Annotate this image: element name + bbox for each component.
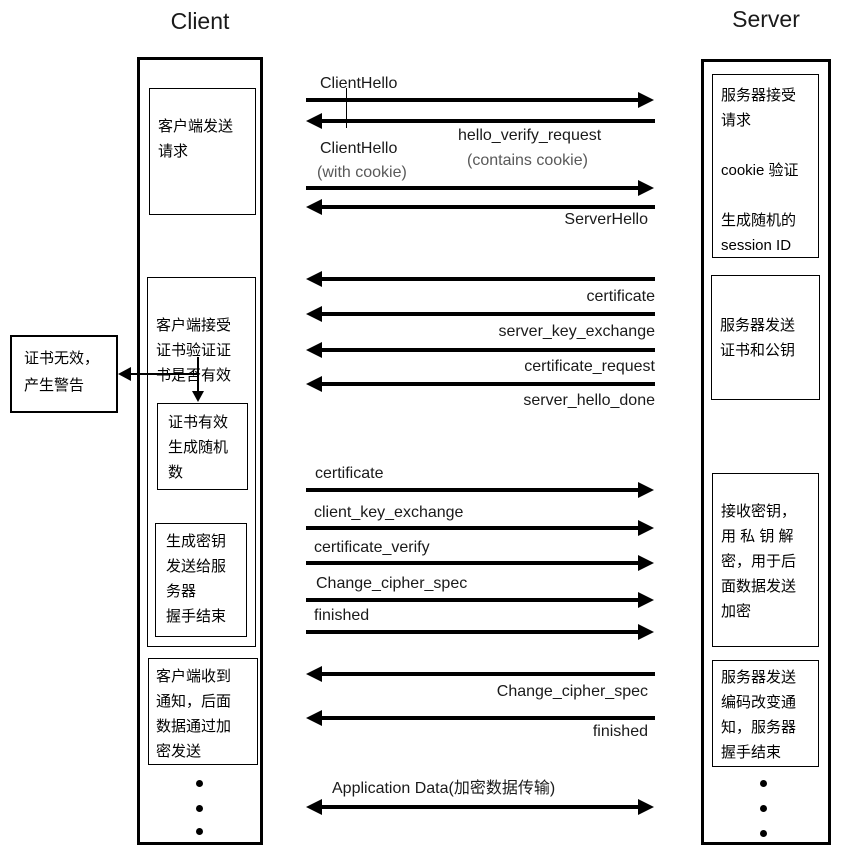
arrow-finished-server-icon	[322, 716, 655, 720]
msg-client-key-exchange: client_key_exchange	[314, 504, 464, 521]
arrow-client-key-exchange-icon	[306, 526, 638, 530]
server-send-cert-box: 服务器发送 证书和公钥	[711, 275, 820, 400]
arrow-finished-client-icon	[306, 630, 638, 634]
client-received-notice-box: 客户端收到 通知，后面 数据通过加 密发送	[148, 658, 258, 765]
msg-hello-verify-request-sub: (contains cookie)	[467, 152, 588, 169]
msg-client-hello-2-sub: (with cookie)	[317, 164, 407, 181]
client-send-request-box: 客户端发送 请求	[149, 88, 256, 215]
client-ellipsis-dot	[196, 828, 203, 835]
arrow-certificate-request-icon	[322, 348, 655, 352]
arrow-certificate-client-icon	[306, 488, 638, 492]
server-send-cert-text: 服务器发送 证书和公钥	[720, 316, 796, 359]
msg-application-data: Application Data(加密数据传输)	[332, 780, 556, 797]
branch-left-arrowhead-icon	[118, 367, 131, 381]
arrow-hello-verify-request-icon	[322, 119, 655, 123]
msg-server-hello: ServerHello	[564, 211, 648, 228]
msg-certificate-verify: certificate_verify	[314, 539, 430, 556]
arrow-server-hello-done-icon	[322, 382, 655, 386]
server-change-notice-box: 服务器发送 编码改变通 知，服务器 握手结束	[712, 660, 819, 767]
arrow-application-data-icon	[322, 805, 638, 809]
client-ellipsis-dot	[196, 780, 203, 787]
arrow-certificate-verify-icon	[306, 561, 638, 565]
msg-server-hello-done: server_hello_done	[523, 392, 655, 409]
msg-hello-verify-request: hello_verify_request	[458, 127, 602, 144]
msg-server-key-exchange: server_key_exchange	[498, 323, 655, 340]
client-accept-cert-text: 客户端接受 证书验证证 书是否有效	[156, 317, 232, 384]
server-ellipsis-dot	[760, 780, 767, 787]
timeout-tick-line	[346, 88, 347, 128]
arrow-change-cipher-spec-client-icon	[306, 598, 638, 602]
cert-invalid-warning-box: 证书无效， 产生警告	[10, 335, 118, 413]
msg-client-hello-2: ClientHello	[320, 140, 398, 157]
arrow-certificate-server-icon	[322, 277, 655, 281]
server-title: Server	[732, 6, 800, 32]
msg-client-hello-1: ClientHello	[320, 75, 398, 92]
server-ellipsis-dot	[760, 830, 767, 837]
client-ellipsis-dot	[196, 805, 203, 812]
server-receive-key-box: 接收密钥， 用 私 钥 解 密，用于后 面数据发送 加密	[712, 473, 819, 647]
msg-certificate-server: certificate	[586, 288, 655, 305]
branch-horizontal-line	[131, 373, 199, 375]
msg-certificate-client: certificate	[315, 465, 384, 482]
msg-finished-server: finished	[592, 723, 648, 740]
msg-change-cipher-spec-server: Change_cipher_spec	[496, 683, 648, 700]
arrow-server-key-exchange-icon	[322, 312, 655, 316]
msg-certificate-request: certificate_request	[524, 358, 655, 375]
cert-valid-box: 证书有效 生成随机 数	[157, 403, 248, 490]
msg-finished-client: finished	[314, 607, 370, 624]
server-ellipsis-dot	[760, 805, 767, 812]
arrow-change-cipher-spec-server-icon	[322, 672, 655, 676]
arrow-client-hello-2-icon	[306, 186, 638, 190]
client-title: Client	[170, 8, 230, 34]
msg-change-cipher-spec-client: Change_cipher_spec	[316, 575, 468, 592]
arrow-server-hello-icon	[322, 205, 655, 209]
gen-key-box: 生成密钥 发送给服 务器 握手结束	[155, 523, 247, 637]
arrow-client-hello-1-icon	[306, 98, 638, 102]
server-accept-request-box: 服务器接受 请求 cookie 验证 生成随机的 session ID	[712, 74, 819, 258]
branch-down-arrowhead-icon	[192, 391, 204, 402]
